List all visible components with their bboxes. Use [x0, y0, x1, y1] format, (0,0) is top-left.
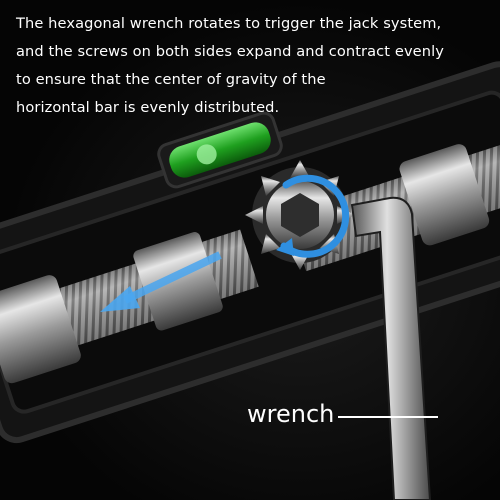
expansion-arrow-icon [100, 251, 222, 312]
callout-leader-line [338, 416, 438, 418]
wrench-callout-label: wrench [247, 400, 335, 428]
bubble-level [157, 111, 283, 189]
caption-line: horizontal bar is evenly distributed. [16, 99, 280, 116]
caption-line: to ensure that the center of gravity of … [16, 71, 326, 88]
hex-wrench [350, 196, 432, 500]
rotation-arrow [276, 174, 350, 258]
right-screw [287, 139, 500, 272]
description-caption: The hexagonal wrench rotates to trigger … [16, 10, 486, 122]
caption-line: The hexagonal wrench rotates to trigger … [16, 15, 442, 32]
caption-line: and the screws on both sides expand and … [16, 43, 445, 60]
